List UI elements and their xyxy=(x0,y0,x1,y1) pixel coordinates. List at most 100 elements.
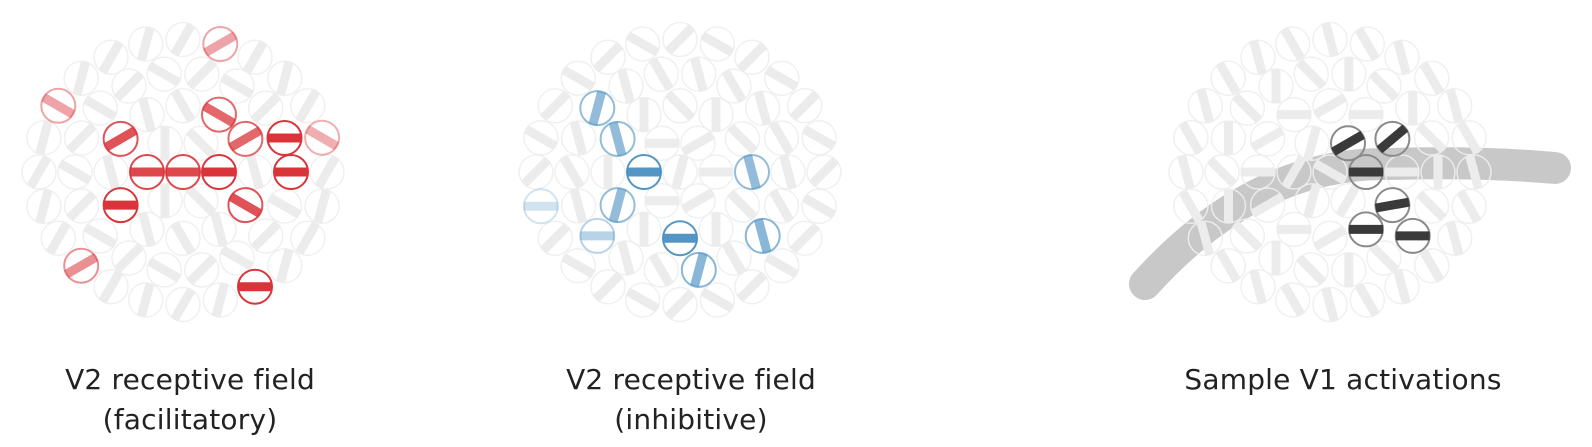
facilitatory-unit xyxy=(237,268,273,305)
background-unit xyxy=(806,154,842,190)
background-unit xyxy=(734,268,770,305)
inhibitive-caption: V2 receptive field (inhibitive) xyxy=(481,360,901,440)
background-unit xyxy=(237,154,273,190)
background-unit xyxy=(662,286,698,323)
background-unit xyxy=(267,60,303,97)
background-unit xyxy=(644,182,680,219)
background-unit xyxy=(1210,120,1247,156)
background-unit xyxy=(309,154,345,190)
inhibitive-unit xyxy=(734,154,770,190)
v1-activation-unit xyxy=(1374,187,1411,224)
background-unit xyxy=(1249,187,1286,223)
background-unit xyxy=(247,90,284,126)
background-unit xyxy=(1258,68,1294,104)
background-unit xyxy=(1414,60,1450,97)
background-unit xyxy=(1384,268,1420,305)
background-unit xyxy=(1436,220,1473,256)
background-unit xyxy=(1187,88,1224,124)
background-unit xyxy=(1384,154,1420,190)
background-unit xyxy=(1451,188,1487,225)
background-unit xyxy=(763,188,800,224)
facilitatory-unit xyxy=(227,187,264,224)
background-unit xyxy=(129,96,165,133)
background-unit xyxy=(1294,182,1330,219)
v1-activation-unit xyxy=(1348,211,1384,248)
background-unit xyxy=(724,187,761,223)
background-unit xyxy=(1349,26,1386,62)
facilitatory-caption-line1: V2 receptive field xyxy=(65,363,315,396)
background-unit xyxy=(219,240,255,276)
background-unit xyxy=(165,88,201,124)
background-unit xyxy=(146,56,182,92)
background-unit xyxy=(744,90,781,126)
background-unit xyxy=(1274,26,1311,62)
background-unit xyxy=(304,188,340,225)
background-unit xyxy=(1331,56,1367,92)
background-unit xyxy=(560,188,597,224)
background-unit xyxy=(770,154,806,190)
background-unit xyxy=(202,282,239,318)
background-unit xyxy=(698,211,734,248)
background-unit xyxy=(716,68,752,104)
facilitatory-receptive-field-panel xyxy=(21,21,345,323)
inhibitive-caption-line2: (inhibitive) xyxy=(614,403,768,436)
background-unit xyxy=(537,220,574,256)
background-unit xyxy=(644,125,680,162)
background-unit xyxy=(518,154,554,190)
background-unit xyxy=(1366,68,1402,104)
background-unit xyxy=(26,188,62,225)
background-unit xyxy=(1210,188,1247,224)
background-unit xyxy=(147,125,183,162)
background-unit xyxy=(1312,88,1348,124)
facilitatory-unit xyxy=(266,120,303,156)
background-unit xyxy=(111,68,147,104)
v1-activation-unit xyxy=(1348,154,1384,190)
background-unit xyxy=(1293,252,1329,288)
inhibitive-unit xyxy=(680,251,717,288)
facilitatory-unit xyxy=(102,187,139,224)
background-unit xyxy=(1173,119,1209,156)
background-unit xyxy=(1276,96,1312,133)
background-unit xyxy=(680,182,716,219)
background-unit xyxy=(57,154,93,190)
background-unit xyxy=(1204,154,1240,190)
background-unit xyxy=(1258,240,1294,276)
inhibitive-unit xyxy=(626,154,662,190)
background-unit xyxy=(724,121,761,157)
background-unit xyxy=(662,88,698,124)
background-unit xyxy=(764,60,800,97)
background-unit xyxy=(21,154,57,190)
background-unit xyxy=(1451,119,1487,156)
background-unit xyxy=(1210,60,1246,97)
inhibitive-receptive-field-panel xyxy=(518,21,842,323)
background-unit xyxy=(63,120,100,156)
facilitatory-unit xyxy=(304,119,341,156)
facilitatory-unit xyxy=(227,120,264,157)
background-unit xyxy=(1312,220,1348,256)
facilitatory-unit xyxy=(40,87,77,124)
background-unit xyxy=(662,154,698,190)
background-unit xyxy=(1173,188,1209,225)
background-unit xyxy=(698,154,734,190)
inhibitive-unit xyxy=(599,120,636,157)
background-unit xyxy=(763,120,800,156)
background-unit xyxy=(40,220,77,256)
background-unit xyxy=(590,39,626,76)
background-unit xyxy=(1276,211,1312,248)
facilitatory-unit xyxy=(102,120,139,157)
inhibitive-caption-line1: V2 receptive field xyxy=(566,363,816,396)
background-unit xyxy=(63,60,99,97)
background-unit xyxy=(1420,154,1456,190)
facilitatory-caption-line2: (facilitatory) xyxy=(102,403,278,436)
background-unit xyxy=(1293,56,1329,92)
background-unit xyxy=(1394,90,1431,126)
background-unit xyxy=(146,252,182,288)
background-unit xyxy=(183,125,219,162)
background-unit xyxy=(1456,154,1492,190)
inhibitive-unit xyxy=(522,188,559,225)
background-unit xyxy=(626,96,662,133)
background-unit xyxy=(560,60,596,97)
background-unit xyxy=(93,154,129,190)
background-unit xyxy=(786,88,823,124)
